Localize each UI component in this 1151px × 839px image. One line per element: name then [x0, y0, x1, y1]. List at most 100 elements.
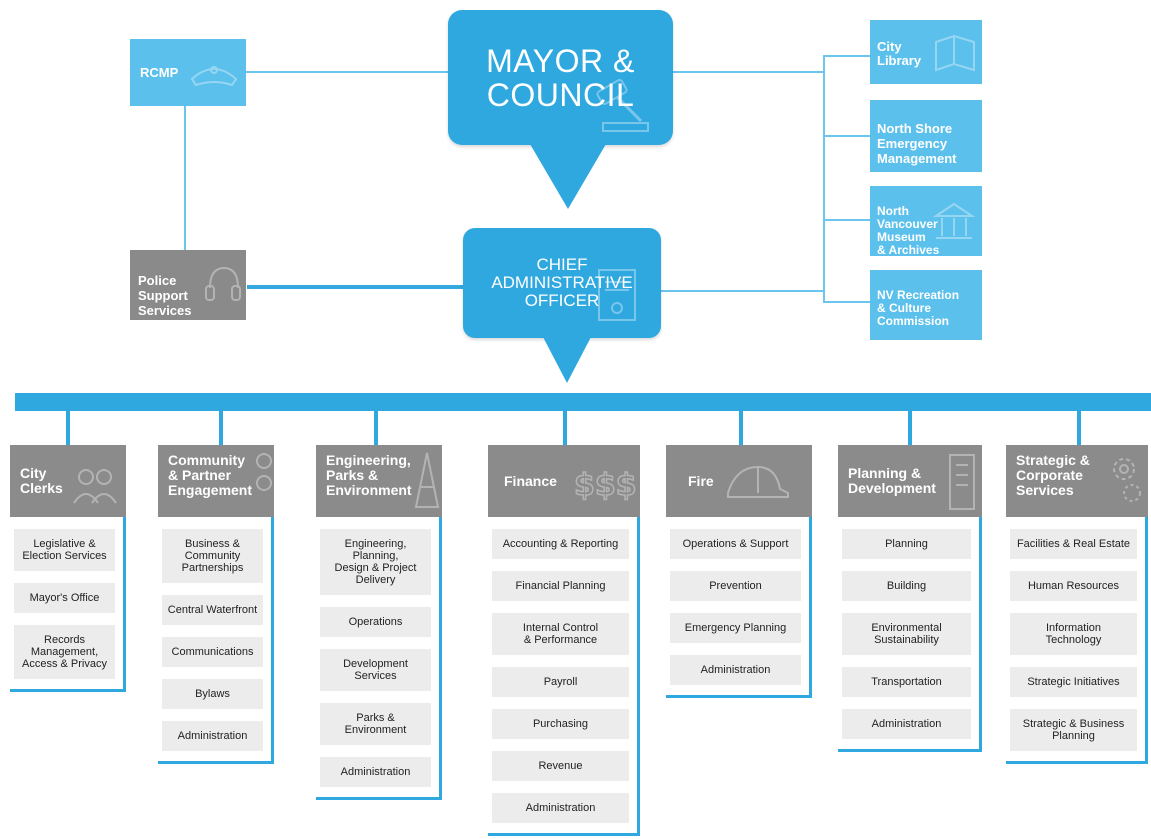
dept-item: Transportation [842, 667, 971, 697]
dept-title: Engineering, Parks & Environment [326, 452, 412, 498]
connector-right-emergency [823, 135, 870, 137]
connector-right-museum [823, 219, 870, 221]
mayor-council-label: MAYOR & COUNCIL [486, 42, 635, 113]
dept-item: Prevention [670, 571, 801, 601]
dept-title: Fire [688, 472, 714, 489]
gears-icon [1113, 458, 1141, 502]
dept-header: Community & Partner Engagement [158, 445, 274, 517]
police-support-label: Police Support Services [138, 273, 192, 318]
dept-title: Planning & Development [848, 465, 936, 496]
dept-item: Payroll [492, 667, 629, 697]
dept-item: Mayor's Office [14, 583, 115, 613]
museum-icon [932, 202, 976, 239]
connector-right-library [823, 55, 870, 57]
right-box-library: City Library [870, 20, 982, 84]
dept-city-clerks: City Clerks Legislative & Election Servi… [10, 445, 126, 692]
dept-item: Communications [162, 637, 263, 667]
dept-item: Purchasing [492, 709, 629, 739]
dept-item: Building [842, 571, 971, 601]
cao-box: CHIEF ADMINISTRATIVE OFFICER [463, 228, 661, 338]
dept-item: Administration [320, 757, 431, 787]
dept-item: Information Technology [1010, 613, 1137, 655]
right-box-museum: North Vancouver Museum & Archives [870, 186, 982, 256]
stem-fire [739, 411, 743, 445]
right-box-emergency-label: North Shore Emergency Management [877, 121, 957, 166]
right-box-recreation-label: NV Recreation & Culture Commission [877, 288, 960, 328]
dept-item: Strategic Initiatives [1010, 667, 1137, 697]
dept-header: Finance $$$ [488, 445, 640, 517]
dept-item: Central Waterfront [162, 595, 263, 625]
stem-strategic [1077, 411, 1081, 445]
dept-header: Strategic & Corporate Services [1006, 445, 1148, 517]
cao-pointer [543, 337, 591, 383]
fire-helmet-icon [727, 465, 789, 498]
book-icon [935, 34, 975, 72]
dept-fire: Fire Operations & Support Prevention Eme… [666, 445, 812, 698]
dept-items: Business & Community Partnerships Centra… [158, 517, 274, 764]
dept-item: Human Resources [1010, 571, 1137, 601]
dept-engineering: Engineering, Parks & Environment Enginee… [316, 445, 442, 800]
right-box-recreation: NV Recreation & Culture Commission [870, 270, 982, 340]
police-hat-icon [190, 66, 238, 87]
mayor-council-box: MAYOR & COUNCIL [448, 10, 673, 145]
dept-item: Bylaws [162, 679, 263, 709]
dept-items: Facilities & Real Estate Human Resources… [1006, 517, 1148, 764]
connector-mayor-right [672, 71, 824, 73]
dept-item: Development Services [320, 649, 431, 691]
stem-finance [563, 411, 567, 445]
dept-items: Planning Building Environmental Sustaina… [838, 517, 982, 752]
dept-item: Administration [842, 709, 971, 739]
stem-city-clerks [66, 411, 70, 445]
dept-item: Facilities & Real Estate [1010, 529, 1137, 559]
dept-strategic: Strategic & Corporate Services Facilitie… [1006, 445, 1148, 764]
connector-police-cao [247, 285, 467, 289]
dept-title: City Clerks [20, 465, 63, 496]
dept-item: Operations [320, 607, 431, 637]
dept-item: Emergency Planning [670, 613, 801, 643]
dept-item: Administration [492, 793, 629, 823]
cao-label: CHIEF ADMINISTRATIVE OFFICER [491, 255, 633, 310]
dept-item: Administration [670, 655, 801, 685]
dept-item: Operations & Support [670, 529, 801, 559]
dept-item: Strategic & Business Planning [1010, 709, 1137, 751]
right-box-emergency: North Shore Emergency Management [870, 100, 982, 172]
dept-header: Fire [666, 445, 812, 517]
document-icon [598, 269, 636, 321]
dept-planning: Planning & Development Planning Building… [838, 445, 982, 752]
dollar-icon: $$$ [574, 467, 636, 503]
connector-right-recreation [823, 301, 870, 303]
traffic-cone-icon [414, 452, 440, 508]
dept-item: Records Management, Access & Privacy [14, 625, 115, 679]
dept-items: Accounting & Reporting Financial Plannin… [488, 517, 640, 836]
dept-item: Internal Control & Performance [492, 613, 629, 655]
dept-item: Business & Community Partnerships [162, 529, 263, 583]
dept-item: Legislative & Election Services [14, 529, 115, 571]
rcmp-label: RCMP [140, 64, 179, 80]
dept-item: Environmental Sustainability [842, 613, 971, 655]
dept-title: Strategic & Corporate Services [1016, 452, 1090, 498]
gavel-icon [596, 79, 649, 132]
mayor-council-pointer [530, 144, 606, 209]
handshake-icon [256, 453, 272, 491]
dept-item: Accounting & Reporting [492, 529, 629, 559]
dept-community: Community & Partner Engagement Business … [158, 445, 274, 764]
dept-item: Planning [842, 529, 971, 559]
dept-header: City Clerks [10, 445, 126, 517]
people-icon [73, 469, 117, 504]
right-box-museum-label: North Vancouver Museum & Archives [877, 204, 940, 257]
stem-community [219, 411, 223, 445]
stem-planning [908, 411, 912, 445]
svg-text:$$$: $$$ [574, 468, 636, 503]
dept-items: Operations & Support Prevention Emergenc… [666, 517, 812, 698]
dept-item: Parks & Environment [320, 703, 431, 745]
dept-items: Engineering, Planning, Design & Project … [316, 517, 442, 800]
headset-icon [205, 266, 241, 301]
dept-header: Engineering, Parks & Environment [316, 445, 442, 517]
dept-item: Engineering, Planning, Design & Project … [320, 529, 431, 595]
dept-title: Finance [504, 472, 557, 489]
connector-cao-right [660, 290, 824, 292]
connector-right-vertical [823, 55, 825, 302]
dept-finance: Finance $$$ Accounting & Reporting Finan… [488, 445, 640, 836]
dept-item: Financial Planning [492, 571, 629, 601]
dept-title: Community & Partner Engagement [168, 452, 253, 498]
